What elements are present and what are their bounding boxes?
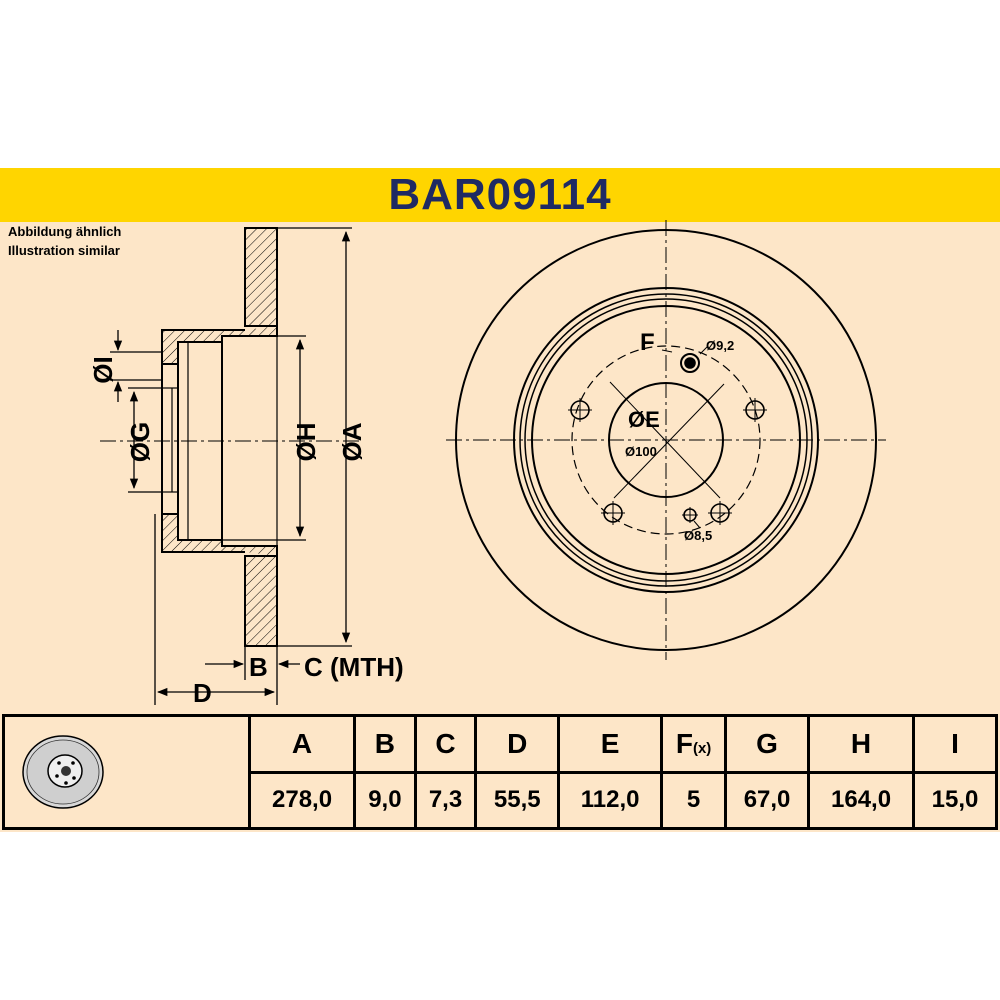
disc-thumbnail-cell (2, 714, 251, 830)
dim-label-g: ØG (125, 422, 155, 462)
header-e: E (557, 714, 664, 774)
header-f-letter: F (675, 727, 693, 759)
header-h: H (806, 714, 916, 774)
value-c: 7,3 (413, 770, 478, 830)
title-banner: BAR09114 (0, 168, 1000, 222)
value-g: 67,0 (724, 770, 810, 830)
hat-wall-upper (161, 326, 278, 365)
disc-ring-lower (244, 555, 278, 647)
value-b: 9,0 (353, 770, 417, 830)
side-dimensions (110, 227, 352, 705)
value-a: 278,0 (247, 770, 357, 830)
disc-thumbnail-icon (22, 735, 104, 809)
value-f: 5 (660, 770, 728, 830)
value-e: 112,0 (557, 770, 664, 830)
dim-label-d: D (193, 678, 212, 708)
note-english: Illustration similar (8, 243, 120, 258)
value-d: 55,5 (474, 770, 561, 830)
dim-label-h: ØH (291, 423, 321, 462)
pcd-circle (571, 345, 761, 535)
header-g: G (724, 714, 810, 774)
header-f: F(x) (660, 714, 728, 774)
dim-label-c: C (MTH) (304, 652, 404, 682)
header-a: A (247, 714, 357, 774)
label-f: F (640, 329, 655, 356)
label-hole-large: Ø9,2 (706, 338, 734, 353)
disc-ring-upper (244, 227, 278, 327)
header-b: B (353, 714, 417, 774)
front-view (446, 220, 886, 660)
dim-label-b: B (249, 652, 268, 682)
label-hole-small: Ø8,5 (684, 528, 712, 543)
dim-label-a: ØA (337, 422, 367, 461)
header-i: I (912, 714, 998, 774)
bolt-holes (568, 353, 767, 525)
value-i: 15,0 (912, 770, 998, 830)
dim-label-i: ØI (88, 356, 118, 383)
label-e: ØE (628, 407, 660, 432)
value-h: 164,0 (806, 770, 916, 830)
note-german: Abbildung ähnlich (8, 224, 122, 239)
header-c: C (413, 714, 478, 774)
header-f-suffix: (x) (692, 739, 712, 757)
side-section-view (161, 227, 278, 647)
hat-wall-lower (161, 513, 278, 556)
dimension-table: A B C D E F(x) G H I 278,0 9,0 7,3 55,5 … (2, 714, 998, 830)
label-pcd: Ø100 (625, 444, 657, 459)
part-number-title: BAR09114 (388, 170, 612, 219)
header-d: D (474, 714, 561, 774)
